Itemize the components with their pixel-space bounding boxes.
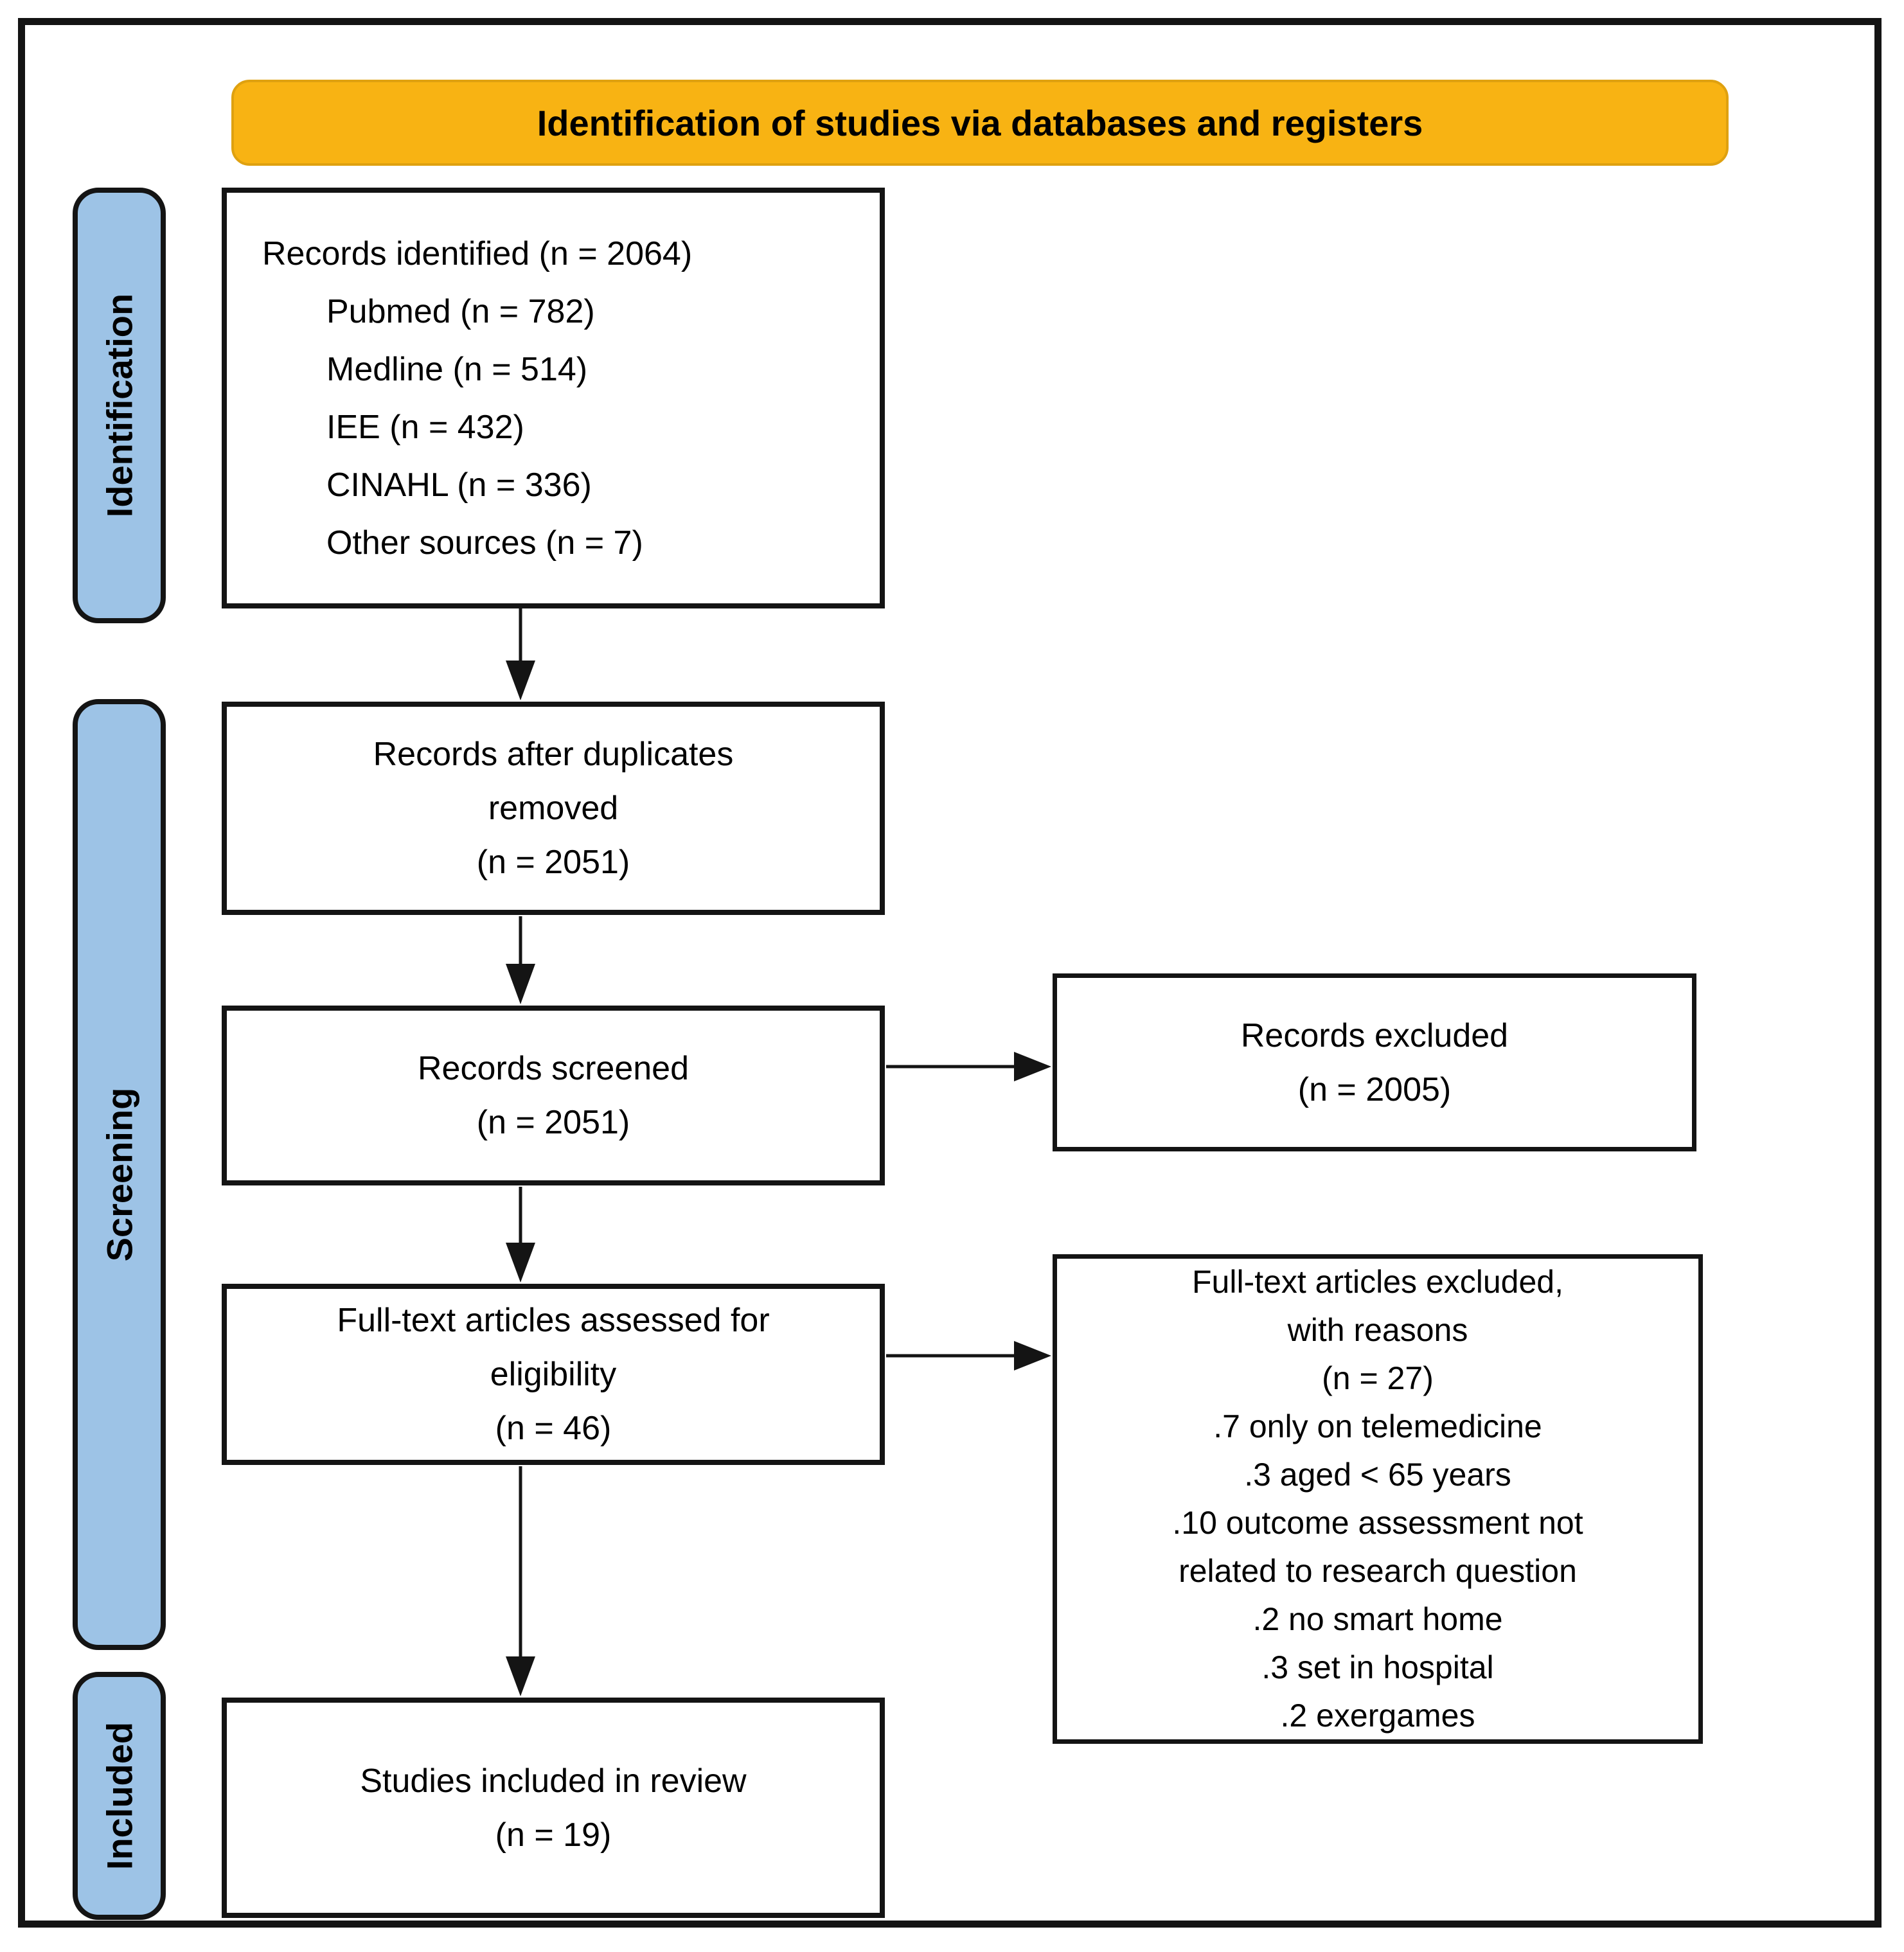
box-text-line: IEE (n = 432) <box>326 408 524 446</box>
box-fulltext-assessed: Full-text articles assessed for eligibili… <box>222 1284 885 1465</box>
box-text-line: .2 no smart home <box>1252 1601 1503 1637</box>
box-text-line: (n = 2005) <box>1297 1070 1452 1108</box>
box-text-line: Records after duplicates <box>373 736 734 773</box>
box-text-line: .10 outcome assessment not <box>1172 1505 1583 1541</box>
box-text-line: (n = 2051) <box>476 1104 630 1141</box>
box-fulltext-excluded-with-reasons: Full-text articles excluded, with reasons… <box>1053 1254 1703 1744</box>
box-text-line: (n = 46) <box>495 1410 612 1447</box>
box-text-line: related to research question <box>1179 1553 1577 1589</box>
box-studies-included-in-review: Studies included in review (n = 19) <box>222 1698 885 1918</box>
box-text-line: (n = 2051) <box>476 844 630 881</box>
stage-label-included: Included <box>73 1672 166 1920</box>
box-text-line: Records identified (n = 2064) <box>262 235 693 272</box>
box-records-identified: Records identified (n = 2064) Pubmed (n =… <box>222 188 885 608</box>
box-text-line: Medline (n = 514) <box>326 350 588 388</box>
box-text-line: Other sources (n = 7) <box>326 524 643 562</box>
box-text-line: Records screened <box>418 1050 689 1087</box>
box-text-line: Full-text articles assessed for <box>337 1302 770 1339</box>
box-text-line: CINAHL (n = 336) <box>326 466 592 504</box>
stage-label-identification: Identification <box>73 188 166 623</box>
box-text-line: (n = 27) <box>1322 1360 1434 1396</box>
box-records-after-duplicates-removed: Records after duplicates removed (n = 2051… <box>222 702 885 915</box>
box-text-line: Studies included in review <box>360 1762 747 1800</box>
box-text-line: .2 exergames <box>1280 1698 1475 1734</box>
box-text-line: removed <box>488 790 619 827</box>
stage-label-included-text: Included <box>99 1721 139 1870</box>
stage-label-identification-text: Identification <box>99 293 139 518</box>
box-records-excluded: Records excluded (n = 2005) <box>1053 973 1696 1151</box>
banner-title: Identification of studies via databases … <box>537 102 1423 143</box>
box-text-line: with reasons <box>1287 1312 1468 1348</box>
box-text-line: Full-text articles excluded, <box>1191 1264 1563 1300</box>
figure-border <box>18 18 1882 1928</box>
box-text-line: .3 set in hospital <box>1261 1649 1494 1685</box>
box-text-line: .3 aged < 65 years <box>1244 1457 1511 1493</box>
box-text-line: (n = 19) <box>495 1816 612 1854</box>
box-text-line: .7 only on telemedicine <box>1213 1408 1542 1444</box>
box-records-screened: Records screened (n = 2051) <box>222 1006 885 1185</box>
box-text-line: eligibility <box>490 1356 617 1393</box>
banner: Identification of studies via databases … <box>231 80 1729 166</box>
stage-label-screening: Screening <box>73 699 166 1650</box>
box-text-line: Pubmed (n = 782) <box>326 292 595 330</box>
box-text-line: Records excluded <box>1240 1016 1509 1054</box>
stage-label-screening-text: Screening <box>99 1087 139 1262</box>
